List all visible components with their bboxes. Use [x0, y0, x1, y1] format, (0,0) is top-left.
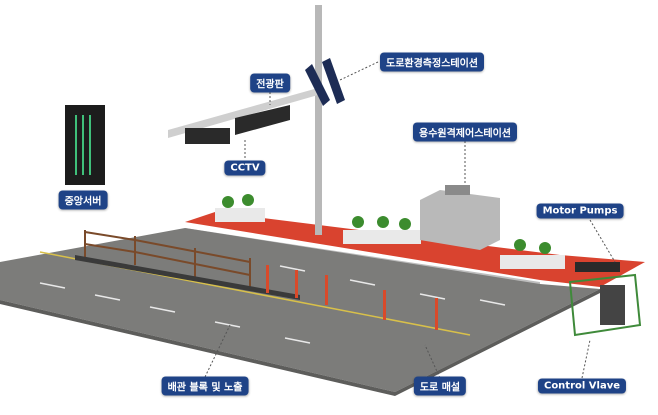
label-road-buried: 도로 매설 [413, 376, 467, 396]
pole [315, 5, 322, 235]
label-cctv: CCTV [224, 160, 266, 176]
label-water-remote-station: 용수원격제어스테이션 [413, 122, 517, 142]
pole-arm [168, 88, 318, 138]
solar-panel [322, 58, 345, 104]
motor-pump [575, 262, 620, 272]
label-road-env-station: 도로환경측정스테이션 [380, 52, 484, 72]
label-motor-pumps: Motor Pumps [536, 203, 624, 219]
signboard-device [235, 105, 290, 135]
station-vent [445, 185, 470, 195]
valve-frame [568, 273, 642, 337]
server-rack [65, 105, 105, 185]
server-leds [75, 115, 91, 175]
label-pipe-block: 배관 블록 및 노출 [161, 376, 249, 396]
solar-panel [305, 64, 330, 106]
lane-marks [39, 265, 506, 344]
bollards [266, 265, 438, 330]
label-signboard: 전광판 [250, 73, 290, 93]
leader-lines [204, 61, 616, 379]
traffic-signal [185, 128, 230, 144]
pipe-rails [84, 230, 251, 290]
planters [215, 194, 565, 269]
pipe-block [75, 255, 300, 300]
label-control-valve: Control Vlave [537, 378, 627, 394]
control-valve [600, 285, 625, 325]
label-central-server: 중앙서버 [58, 190, 108, 210]
water-control-station [420, 190, 500, 250]
